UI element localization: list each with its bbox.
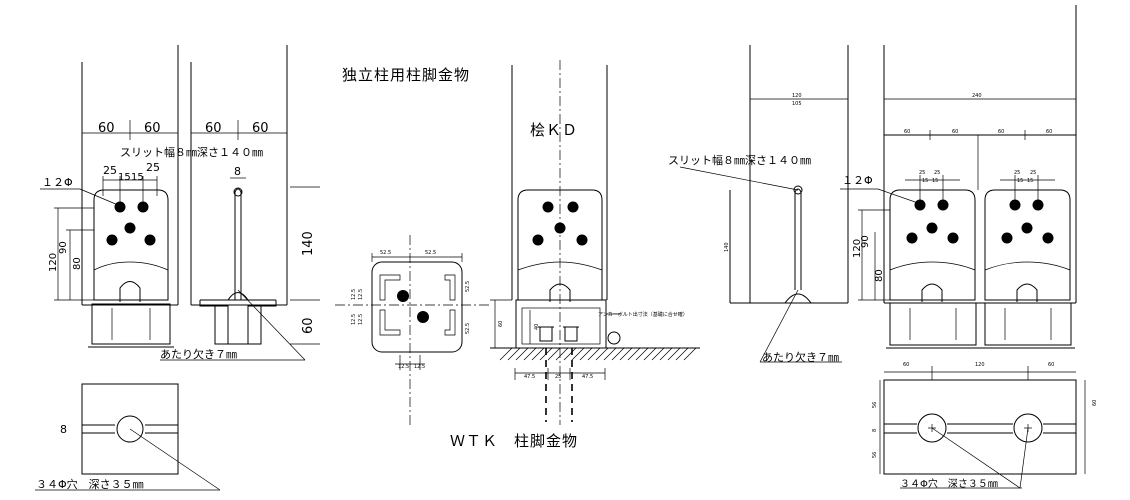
dim-60-side: 60 [301,317,316,334]
d525a: 52.5 [380,250,391,256]
d60b-r: 60 [952,129,958,135]
dim-90: 90 [58,241,69,254]
d15c-r: 15 [1017,178,1023,184]
notch-right: あたり欠き７㎜ [762,350,839,364]
plan-120-r: 120 [975,362,985,368]
d40-mid: 40 [534,324,540,330]
title-top: 独立柱用柱脚金物 [342,66,470,84]
d525d: 52.5 [465,323,471,334]
plan-8-r: 8 [872,429,878,432]
dim-15b: 15 [131,172,144,183]
d25b-r: 25 [934,170,940,176]
dim-15a: 15 [118,172,131,183]
dim-25b: 25 [146,161,160,174]
left-plan-view [35,383,221,491]
notch-left: あたり欠き７㎜ [160,347,237,361]
left-side-view [160,45,320,361]
dim-60a: 60 [98,121,115,136]
d475a: 47.5 [524,374,535,380]
hole-dia-right: １２Φ [842,174,873,187]
right-front-view [840,5,1077,349]
hole-dia-left: １２Φ [42,176,73,189]
plan-hole-right: ３４Φ穴 深さ３５㎜ [900,477,998,490]
dim-105-r: 105 [792,101,802,107]
d60d-r: 60 [1046,129,1052,135]
right-plan-view [879,366,1086,489]
anchor-note: アンカーボルト出寸法（基礎に合せ確） [598,311,688,318]
d475b: 47.5 [582,374,593,380]
plan-hole-left: ３４Φ穴 深さ３５㎜ [36,477,144,491]
dim-25a: 25 [103,164,117,177]
wood-label: 桧ＫＤ [530,121,578,139]
d15d-r: 15 [1027,178,1033,184]
dim-60b: 60 [144,121,161,136]
slit-label-right: スリット幅８㎜深さ１４０㎜ [668,154,811,167]
d60c-r: 60 [998,129,1004,135]
d125e: 12.5 [398,364,409,370]
d125c: 12.5 [351,314,357,325]
right-side-view [679,45,849,363]
middle-plan-view [335,235,490,425]
middle-elevation-view [490,60,700,425]
dim-120: 120 [48,253,59,272]
plan-60a-r: 60 [903,362,909,368]
dim-80: 80 [72,257,83,270]
d125a: 12.5 [351,289,357,300]
dim-120-r: 120 [792,93,802,99]
d25a-r: 25 [919,170,925,176]
dim-120v-r: 120 [852,239,863,258]
title-bottom: ＷＴＫ 柱脚金物 [450,432,578,450]
dim-80-r: 80 [874,269,885,282]
ground-hatch [499,347,697,361]
left-front-view [40,45,179,348]
d525c: 52.5 [465,281,471,292]
d125b: 12.5 [358,289,364,300]
dim-90-r: 90 [860,235,871,248]
d60a-r: 60 [904,129,910,135]
dim-140: 140 [301,231,316,256]
plan-8-left: 8 [60,423,67,436]
plan-60v-r: 60 [1092,400,1098,406]
dim-8: 8 [234,165,241,178]
d25d-r: 25 [1030,170,1036,176]
dim-60d: 60 [252,121,269,136]
d525b: 52.5 [425,250,436,256]
plan-56a-r: 56 [872,402,878,408]
d125f: 12.5 [414,364,425,370]
d25-mid: 25 [555,374,561,380]
d25c-r: 25 [1014,170,1020,176]
dim-60c: 60 [205,121,222,136]
d60-mid: 60 [498,321,504,327]
plan-60b-r: 60 [1048,362,1054,368]
dim-140-r: 140 [724,242,730,252]
d15b-r: 15 [932,178,938,184]
dim-240-r: 240 [972,93,982,99]
d15a-r: 15 [922,178,928,184]
plan-56b-r: 56 [872,452,878,458]
slit-label-left: スリット幅８㎜深さ１４０㎜ [120,146,263,159]
d125d: 12.5 [358,314,364,325]
